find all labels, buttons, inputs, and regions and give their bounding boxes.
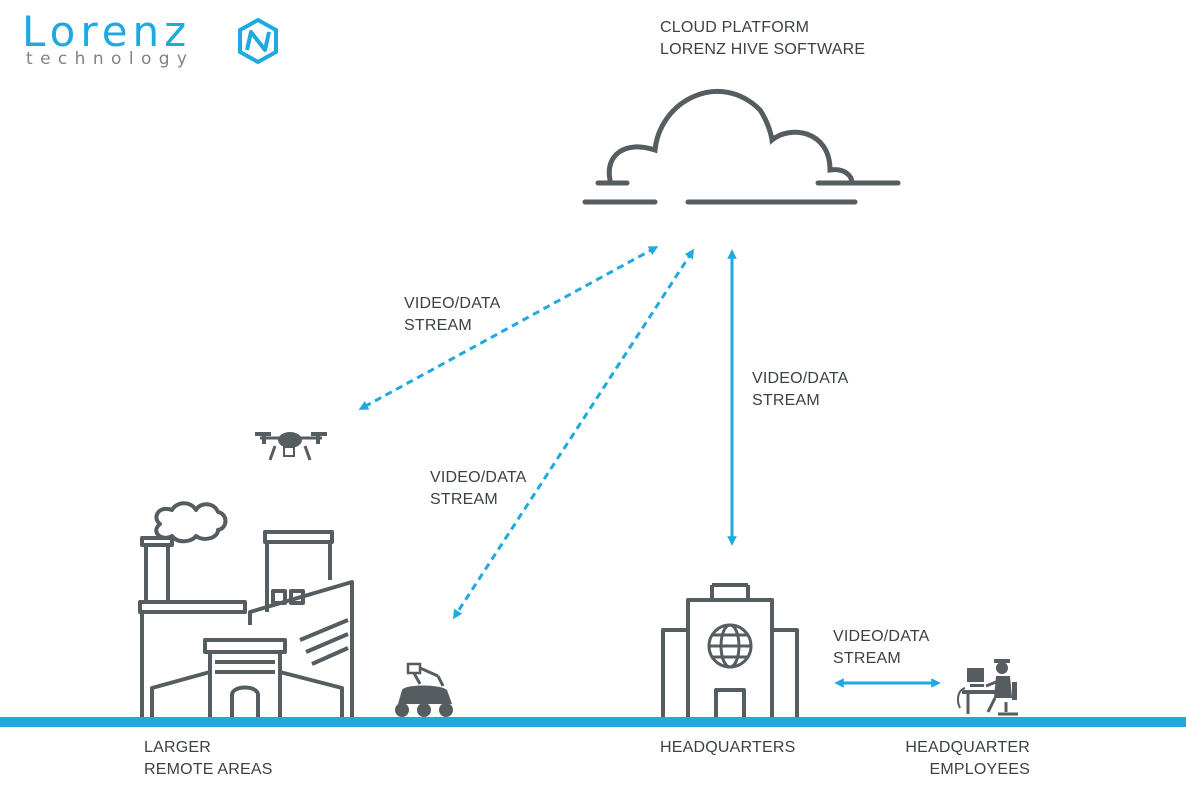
hq-stream-label: VIDEO/DATA STREAM bbox=[752, 370, 849, 409]
globe-icon bbox=[707, 623, 753, 669]
robot-stream-arrow bbox=[452, 248, 695, 620]
ground-line bbox=[0, 717, 1186, 727]
drone-stream-arrow bbox=[358, 246, 659, 410]
logo-emblem-icon bbox=[238, 17, 278, 65]
employee-stream-label: VIDEO/DATA STREAM bbox=[833, 628, 930, 667]
headquarters-label: HEADQUARTERS bbox=[660, 739, 796, 756]
logo-wordmark: Lorenz bbox=[22, 7, 192, 56]
robot-stream-label: VIDEO/DATA STREAM bbox=[430, 469, 527, 508]
drone-stream-label: VIDEO/DATA STREAM bbox=[404, 295, 501, 334]
employees-label: HEADQUARTER EMPLOYEES bbox=[905, 739, 1030, 778]
employee-workstation-icon bbox=[956, 659, 1018, 716]
headquarters-building-icon bbox=[661, 583, 799, 717]
brand-logo: Lorenz technology bbox=[22, 7, 195, 69]
factory-icon bbox=[138, 501, 354, 717]
remote-areas-label: LARGER REMOTE AREAS bbox=[144, 739, 273, 778]
drone-icon bbox=[255, 432, 327, 461]
logo-subtitle: technology bbox=[26, 49, 195, 69]
cloud-icon bbox=[582, 89, 901, 205]
cloud-platform-label: CLOUD PLATFORM LORENZ HIVE SOFTWARE bbox=[660, 19, 866, 58]
robot-vehicle-icon bbox=[395, 662, 453, 717]
